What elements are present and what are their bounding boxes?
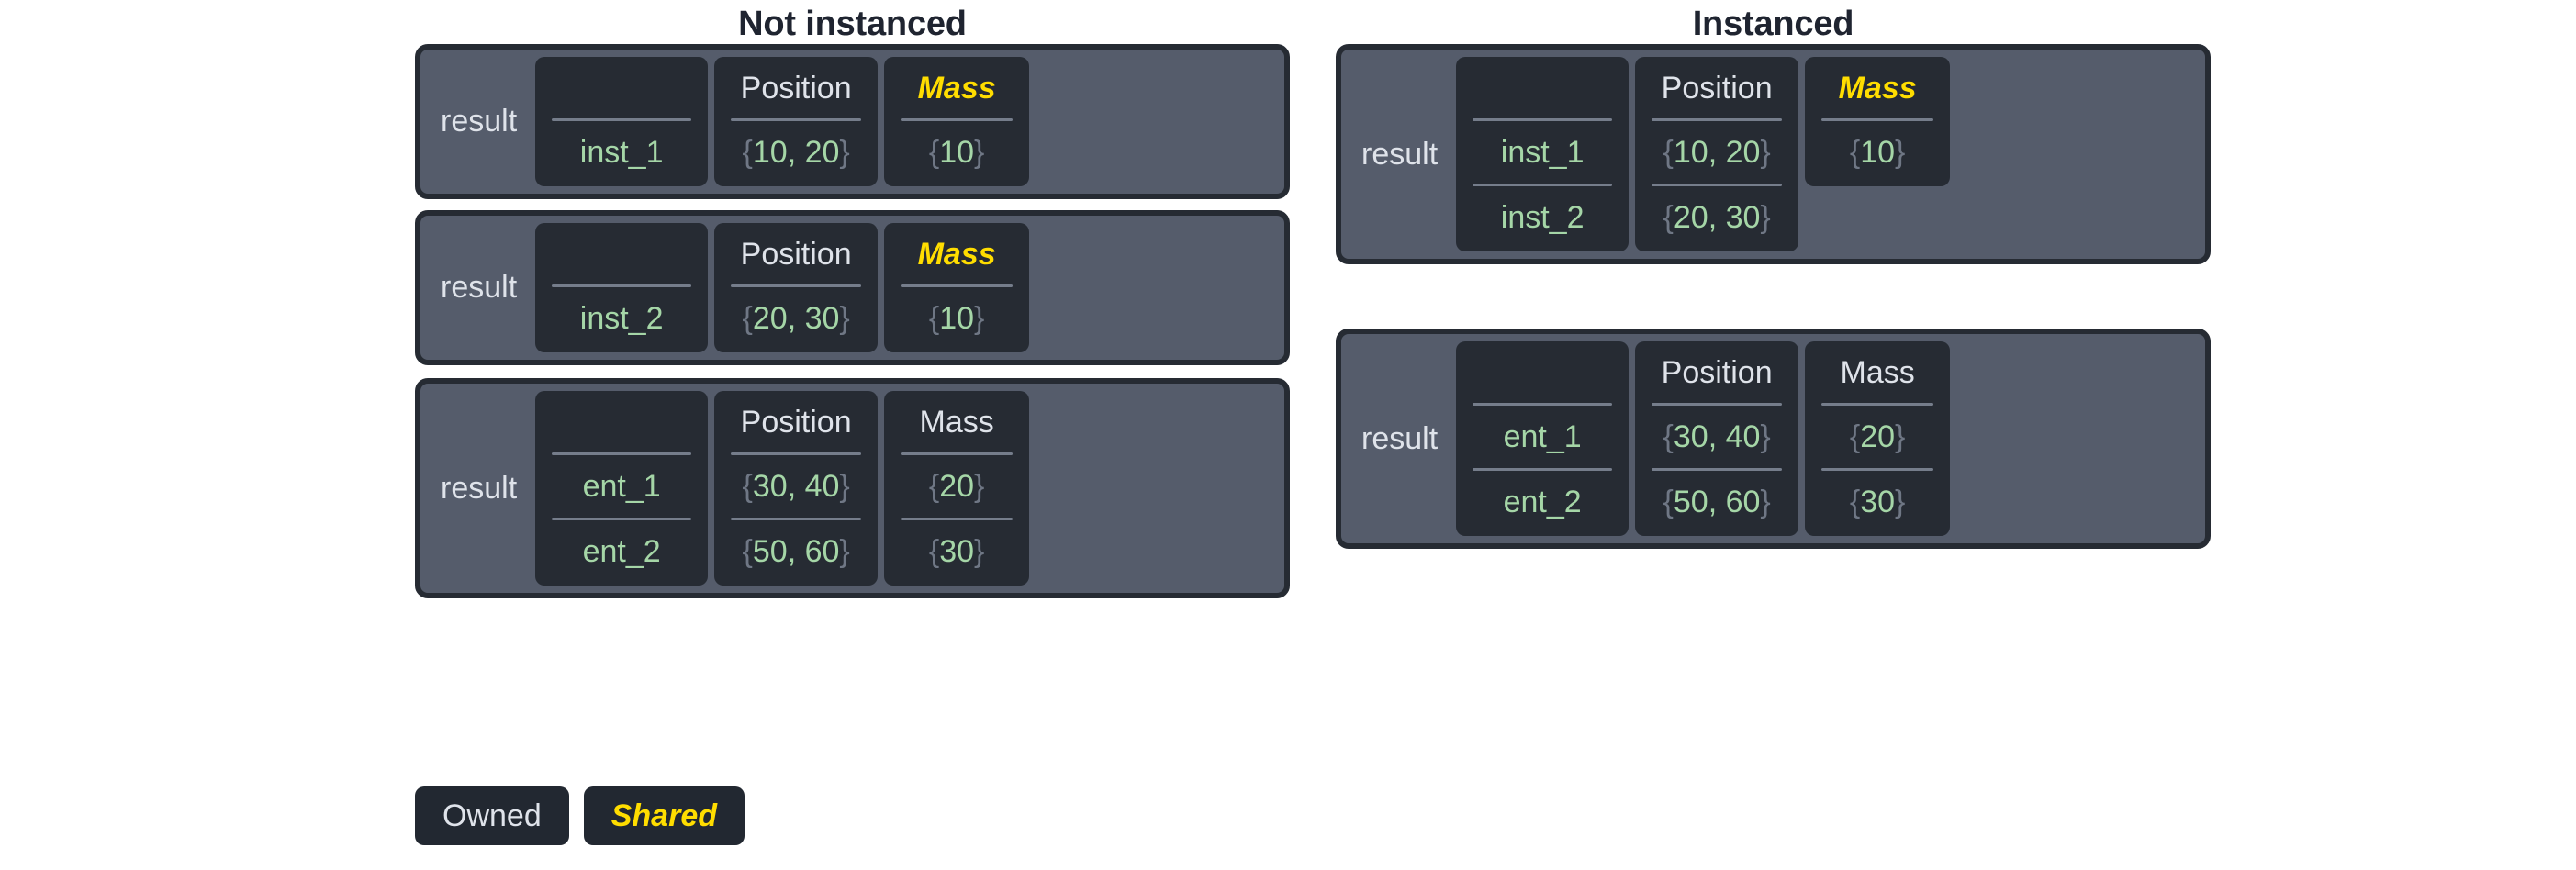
- mass-cell: {30}: [928, 533, 985, 569]
- row-separator: [901, 284, 1014, 287]
- mass-column-header: Mass: [919, 404, 994, 440]
- position-column: Position {10, 20} {20, 30}: [1635, 57, 1799, 251]
- row-separator: [1821, 118, 1934, 121]
- name-column: inst_2: [535, 223, 709, 352]
- result-panel: result ent_1 ent_2 Position {30, 40} {50…: [415, 378, 1290, 598]
- row-separator: [901, 118, 1014, 121]
- legend-chip-shared: Shared: [583, 786, 745, 845]
- mass-column: Mass {10}: [884, 223, 1030, 352]
- position-column-header: Position: [740, 404, 852, 440]
- name-column-header: [535, 229, 708, 280]
- column-group: ent_1 ent_2 Position {30, 40} {50, 60} M…: [535, 391, 1277, 586]
- name-column: ent_1 ent_2: [1456, 341, 1630, 536]
- row-separator: [731, 518, 862, 520]
- row-separator: [731, 118, 862, 121]
- column-title-instanced: Instanced: [1692, 5, 1854, 43]
- position-cell: {20, 30}: [742, 300, 850, 336]
- position-cell: {20, 30}: [1663, 199, 1771, 235]
- position-column: Position {20, 30}: [714, 223, 879, 352]
- mass-column-header: Mass: [917, 70, 996, 106]
- mass-column: Mass {20} {30}: [884, 391, 1030, 586]
- name-cell: inst_1: [1500, 134, 1585, 170]
- column-not-instanced: Not instanced result inst_1 Position {10…: [415, 0, 1290, 609]
- row-separator: [1821, 468, 1934, 471]
- name-cell: ent_1: [582, 468, 661, 504]
- name-cell: ent_1: [1503, 418, 1582, 454]
- row-separator: [1652, 403, 1783, 406]
- column-group: inst_2 Position {20, 30} Mass {10}: [535, 223, 1277, 352]
- row-separator: [552, 452, 692, 455]
- mass-cell: {20}: [928, 468, 985, 504]
- mass-column-header: Mass: [1840, 354, 1915, 390]
- mass-column: Mass {10}: [884, 57, 1030, 186]
- row-separator: [1473, 184, 1613, 186]
- name-column: inst_1: [535, 57, 709, 186]
- row-separator: [1652, 184, 1783, 186]
- mass-column-header: Mass: [917, 236, 996, 272]
- position-column: Position {30, 40} {50, 60}: [1635, 341, 1799, 536]
- result-panel: result inst_1 inst_2 Position {10, 20} {…: [1336, 44, 2211, 264]
- name-cell: ent_2: [1503, 484, 1582, 519]
- legend-chip-owned: Owned: [415, 786, 569, 845]
- mass-cell: {30}: [1849, 484, 1906, 519]
- panel-label-result: result: [1361, 420, 1439, 456]
- position-cell: {30, 40}: [1663, 418, 1771, 454]
- result-panel: result inst_2 Position {20, 30} Mass {10…: [415, 210, 1290, 365]
- name-column-header: [1456, 62, 1629, 114]
- position-column: Position {10, 20}: [714, 57, 879, 186]
- row-separator: [1821, 403, 1934, 406]
- position-column-header: Position: [1661, 354, 1773, 390]
- row-separator: [731, 452, 862, 455]
- position-cell: {10, 20}: [1663, 134, 1771, 170]
- position-column-header: Position: [740, 70, 852, 106]
- position-cell: {50, 60}: [1663, 484, 1771, 519]
- position-column-header: Position: [1661, 70, 1773, 106]
- column-group: ent_1 ent_2 Position {30, 40} {50, 60} M…: [1456, 341, 2198, 536]
- result-panel: result inst_1 Position {10, 20} Mass {10…: [415, 44, 1290, 199]
- mass-cell: {10}: [928, 300, 985, 336]
- position-cell: {30, 40}: [742, 468, 850, 504]
- position-column-header: Position: [740, 236, 852, 272]
- row-separator: [1652, 468, 1783, 471]
- mass-cell: {10}: [928, 134, 985, 170]
- panel-label-result: result: [441, 270, 518, 305]
- position-cell: {50, 60}: [742, 533, 850, 569]
- row-separator: [1473, 118, 1613, 121]
- name-column: inst_1 inst_2: [1456, 57, 1630, 251]
- mass-column: Mass {20} {30}: [1805, 341, 1951, 536]
- column-title-not-instanced: Not instanced: [738, 5, 967, 43]
- row-separator: [552, 118, 692, 121]
- mass-column-header: Mass: [1838, 70, 1917, 106]
- row-separator: [1473, 468, 1613, 471]
- name-column-header: [535, 62, 708, 114]
- row-separator: [1473, 403, 1613, 406]
- name-cell: inst_2: [579, 300, 664, 336]
- name-cell: inst_2: [1500, 199, 1585, 235]
- mass-column: Mass {10}: [1805, 57, 1951, 186]
- row-separator: [901, 452, 1014, 455]
- row-separator: [1652, 118, 1783, 121]
- row-separator: [731, 284, 862, 287]
- column-group: inst_1 inst_2 Position {10, 20} {20, 30}…: [1456, 57, 2198, 251]
- row-separator: [552, 518, 692, 520]
- name-column: ent_1 ent_2: [535, 391, 709, 586]
- mass-cell: {20}: [1849, 418, 1906, 454]
- row-separator: [552, 284, 692, 287]
- panel-label-result: result: [1361, 136, 1439, 172]
- column-group: inst_1 Position {10, 20} Mass {10}: [535, 57, 1277, 186]
- result-panel: result ent_1 ent_2 Position {30, 40} {50…: [1336, 329, 2211, 549]
- panel-label-result: result: [441, 104, 518, 139]
- name-cell: ent_2: [582, 533, 661, 569]
- name-cell: inst_1: [579, 134, 664, 170]
- column-instanced: Instanced result inst_1 inst_2 Position …: [1336, 0, 2211, 560]
- position-column: Position {30, 40} {50, 60}: [714, 391, 879, 586]
- name-column-header: [535, 396, 708, 448]
- panel-label-result: result: [441, 470, 518, 506]
- row-separator: [901, 518, 1014, 520]
- legend: Owned Shared: [415, 786, 745, 845]
- mass-cell: {10}: [1849, 134, 1906, 170]
- position-cell: {10, 20}: [742, 134, 850, 170]
- name-column-header: [1456, 347, 1629, 398]
